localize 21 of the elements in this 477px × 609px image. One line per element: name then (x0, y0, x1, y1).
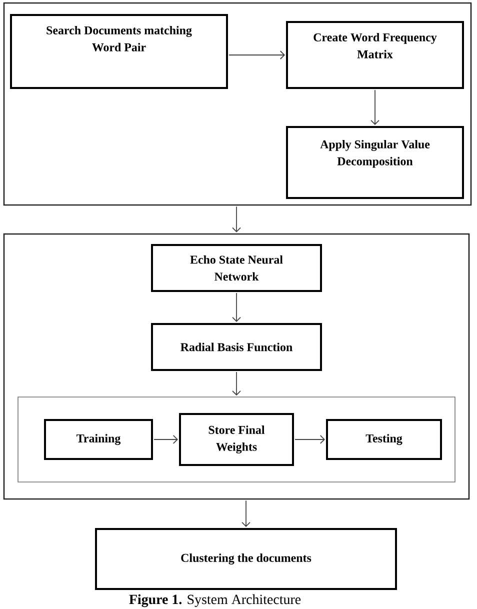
process-box: Testing (326, 419, 442, 460)
caption: Figure 1. System Architecture (129, 594, 301, 608)
arrow (232, 292, 241, 322)
group-box (18, 396, 456, 482)
arrow (232, 206, 241, 232)
arrow (370, 90, 380, 125)
process-box: Clustering the documents (95, 528, 397, 590)
process-box: Create Word Frequency Matrix (286, 21, 464, 89)
process-box: Store Final Weights (179, 413, 294, 466)
group-box (3, 2, 472, 206)
arrow (242, 500, 250, 527)
arrow (154, 435, 178, 444)
arrow (294, 435, 325, 444)
process-box: Radial Basis Function (151, 323, 322, 371)
arrow (228, 50, 285, 60)
arrow (232, 372, 241, 396)
process-box: Training (44, 419, 153, 460)
group-box (3, 233, 470, 500)
process-box: Search Documents matching Word Pair (10, 14, 228, 89)
process-box: Apply Singular Value Decomposition (286, 126, 464, 199)
process-box: Echo State Neural Network (151, 244, 322, 292)
